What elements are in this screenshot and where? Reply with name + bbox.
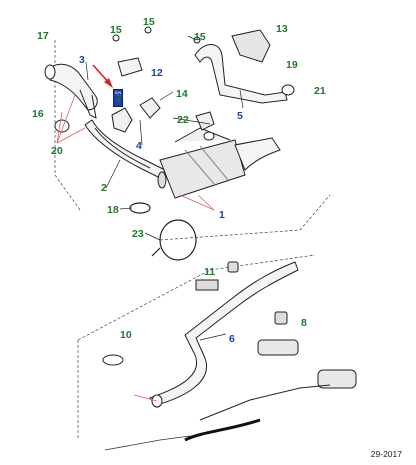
callout-6: 6 <box>229 333 235 345</box>
dashed-group-upper <box>54 40 331 241</box>
callout-15: 15 <box>194 31 206 43</box>
heat-shield <box>54 97 215 141</box>
callout-12: 12 <box>151 67 163 79</box>
callout-1: 1 <box>219 209 225 221</box>
callout-14: 14 <box>176 88 188 100</box>
callout-7: 7 <box>116 93 122 105</box>
catalytic-converter <box>157 127 281 199</box>
callout-18: 18 <box>107 204 119 216</box>
leader-lines <box>56 94 215 402</box>
callout-21: 21 <box>314 85 326 97</box>
callout-22: 22 <box>177 114 189 126</box>
callout-5: 5 <box>237 110 243 122</box>
callout-13: 13 <box>276 23 288 35</box>
callout-19: 19 <box>286 59 298 71</box>
callout-3: 3 <box>79 54 85 66</box>
callout-10: 10 <box>120 329 132 341</box>
rubber-hangers <box>102 261 288 366</box>
callout-2: 2 <box>101 182 107 194</box>
callout-23: 23 <box>132 228 144 240</box>
callout-16: 16 <box>32 108 44 120</box>
callout-15: 15 <box>110 24 122 36</box>
diagram-reference: 29-2017 <box>370 449 402 459</box>
callout-4: 4 <box>136 140 142 152</box>
bracket-assembly <box>112 26 201 77</box>
serial-tag: S/N <box>113 89 123 107</box>
callout-8: 8 <box>301 317 307 329</box>
black-leaders <box>85 35 244 341</box>
callout-17: 17 <box>37 30 49 42</box>
intermediate-pipe <box>194 29 295 104</box>
rear-silencers <box>104 339 357 451</box>
callout-15: 15 <box>143 16 155 28</box>
callout-20: 20 <box>51 145 63 157</box>
dashed-group-lower <box>77 254 316 440</box>
front-pipe <box>44 63 98 119</box>
callout-11: 11 <box>204 266 216 278</box>
red-arrow <box>92 64 113 88</box>
